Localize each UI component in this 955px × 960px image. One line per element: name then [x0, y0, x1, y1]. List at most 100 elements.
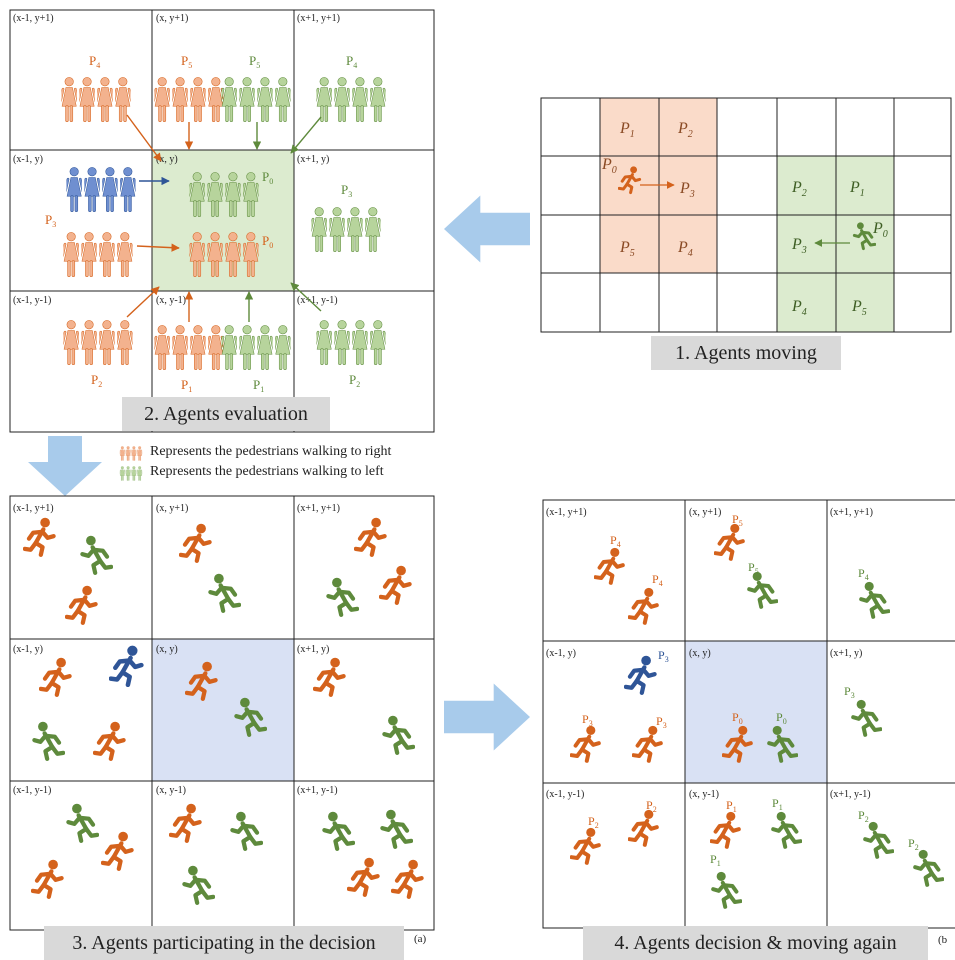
runner-right-icon	[572, 726, 599, 761]
runner-right-icon	[181, 524, 210, 561]
runner-right-icon	[712, 812, 739, 847]
label-p5-green: P5	[249, 53, 260, 70]
legend-right-text: Represents the pedestrians walking to ri…	[150, 444, 392, 459]
legend-left-group-icon	[119, 466, 143, 480]
panel-agents-decision: (x-1, y+1) (x, y+1) (x+1, y+1) (x-1, y) …	[542, 499, 955, 929]
label-p4-orange: P4	[652, 572, 663, 588]
label-p3-green: P3	[791, 236, 807, 256]
label-p3-green: P3	[844, 684, 855, 700]
label-p3-orange: P3	[45, 212, 56, 229]
runner-right-icon	[95, 722, 124, 759]
runner-right-icon	[103, 832, 132, 869]
arrow-orange	[126, 286, 160, 318]
pedestrians-left-group-icon	[219, 77, 292, 121]
runner-left-icon	[328, 578, 357, 615]
coord-bm: (x, y-1)	[156, 785, 186, 796]
panel-agents-moving: P1 P2 P0 P3 P5 P4 P2 P1 P3 P0 P4 P5	[540, 97, 952, 333]
runner-right-icon	[630, 588, 657, 623]
coord-ml: (x-1, y)	[546, 648, 576, 659]
coord-br: (x+1, y-1)	[297, 295, 338, 306]
coord-mm: (x, y)	[156, 644, 178, 655]
coord-mm: (x, y)	[156, 154, 178, 165]
runner-right-icon	[171, 804, 200, 841]
label-p1-green: P1	[849, 179, 865, 199]
label-p4-green: P4	[791, 298, 807, 318]
pedestrians-right-group-icon	[61, 320, 134, 364]
runner-left-icon	[865, 822, 892, 857]
coord-tr: (x+1, y+1)	[297, 503, 340, 514]
runner-left-icon	[384, 716, 413, 753]
runner-right-icon	[67, 586, 96, 623]
pedestrians-blue-group-icon	[64, 167, 137, 211]
runner-left-icon	[82, 536, 111, 573]
label-p2-green: P2	[791, 179, 807, 199]
coord-tr: (x+1, y+1)	[297, 13, 340, 24]
coord-ml: (x-1, y)	[13, 154, 43, 165]
runner-right-icon	[33, 860, 62, 897]
legend-left-text: Represents the pedestrians walking to le…	[150, 464, 384, 479]
coord-br: (x+1, y-1)	[297, 785, 338, 796]
center-cell	[685, 641, 827, 783]
label-p2-green: P2	[908, 836, 919, 852]
runner-left-icon	[853, 700, 880, 735]
label-p3-green: P3	[341, 182, 352, 199]
label-p1-green: P1	[710, 852, 721, 868]
runner-left-icon	[184, 866, 213, 903]
subfigure-tag-a: (a)	[414, 933, 427, 945]
label-p5-green: P5	[748, 560, 759, 576]
runner-right-icon	[596, 548, 623, 583]
pedestrians-right-group-icon	[61, 232, 134, 276]
label-p5-orange: P5	[181, 53, 192, 70]
label-p5-orange: P5	[619, 239, 635, 259]
coord-tm: (x, y+1)	[156, 503, 188, 514]
label-p0-green: P0	[262, 169, 273, 186]
label-p2-orange: P2	[588, 814, 599, 830]
coord-mr: (x+1, y)	[830, 648, 862, 659]
caption-agents-evaluation: 2. Agents evaluation	[122, 397, 330, 431]
runner-left-icon	[749, 572, 776, 607]
label-p3-orange: P3	[679, 180, 695, 200]
label-p3-blue: P3	[658, 648, 669, 664]
runner-left-icon	[773, 812, 800, 847]
label-p0-orange: P0	[601, 156, 617, 176]
runner-right-icon	[716, 524, 743, 559]
coord-bm: (x, y-1)	[156, 295, 186, 306]
center-cell	[152, 150, 294, 291]
runner-right-icon	[630, 810, 657, 845]
arrow-green	[290, 282, 322, 312]
label-p1-green: P1	[772, 796, 783, 812]
runner-right-icon	[634, 726, 661, 761]
coord-mr: (x+1, y)	[297, 154, 329, 165]
label-p4-orange: P4	[610, 533, 621, 549]
runner-blue-icon	[626, 656, 655, 693]
label-p3-orange: P3	[656, 714, 667, 730]
label-p0-green: P0	[872, 220, 888, 240]
arrow-orange	[136, 243, 180, 252]
coord-tr: (x+1, y+1)	[830, 507, 873, 518]
coord-bl: (x-1, y-1)	[546, 789, 584, 800]
label-p0-orange: P0	[732, 710, 743, 726]
coord-bl: (x-1, y-1)	[13, 785, 51, 796]
label-p4-green: P4	[858, 566, 869, 582]
subfigure-tag-b: (b	[938, 934, 948, 946]
runner-left-icon	[713, 872, 740, 907]
arrow-orange	[126, 114, 162, 162]
coord-bl: (x-1, y-1)	[13, 295, 51, 306]
runner-left-icon	[861, 582, 888, 617]
runner-left-icon	[34, 722, 63, 759]
flow-arrow-down-icon	[28, 436, 102, 496]
label-p0-orange: P0	[262, 233, 273, 250]
runner-right-icon	[572, 828, 599, 863]
coord-tl: (x-1, y+1)	[546, 507, 587, 518]
coord-tl: (x-1, y+1)	[13, 503, 54, 514]
label-p5-orange: P5	[732, 512, 743, 528]
panel-agents-participating: (x-1, y+1) (x, y+1) (x+1, y+1) (x-1, y) …	[9, 495, 435, 931]
runner-right-icon	[349, 858, 378, 895]
coord-mm: (x, y)	[689, 648, 711, 659]
coord-ml: (x-1, y)	[13, 644, 43, 655]
runner-right-icon	[393, 860, 422, 897]
runner-left-icon	[210, 574, 239, 611]
caption-agents-participating: 3. Agents participating in the decision	[44, 926, 404, 960]
label-p5-green: P5	[851, 298, 867, 318]
pedestrians-left-group-icon	[314, 77, 387, 121]
